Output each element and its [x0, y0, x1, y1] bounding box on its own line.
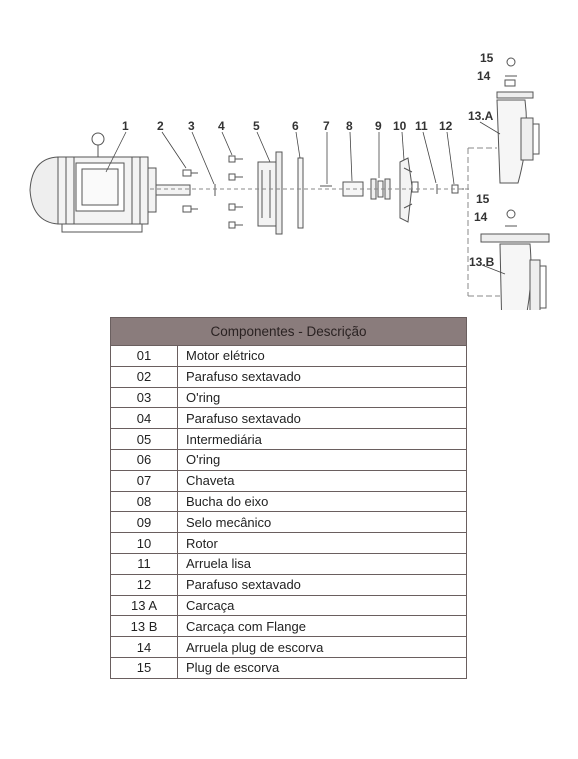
component-code: 07 [110, 469, 178, 492]
table-header-row: Componentes - Descrição [110, 317, 467, 346]
component-code: 13 B [110, 615, 178, 638]
callout-11: 11 [415, 119, 428, 133]
component-code: 04 [110, 407, 178, 430]
component-description: Arruela lisa [177, 552, 467, 575]
component-code: 03 [110, 386, 178, 409]
callout-15-mid: 15 [476, 192, 490, 206]
pump-casing-13b [480, 233, 550, 310]
component-description: Chaveta [177, 469, 467, 492]
component-description: O'ring [177, 448, 467, 471]
component-description: Arruela plug de escorva [177, 636, 467, 658]
callout-15-top: 15 [480, 51, 494, 65]
callout-7: 7 [323, 119, 330, 133]
callout-1: 1 [122, 119, 129, 133]
component-description: Selo mecânico [177, 511, 467, 534]
component-description: Rotor [177, 532, 467, 554]
pump-casing-13a [496, 79, 540, 184]
callout-14-top: 14 [477, 69, 491, 83]
table-header: Componentes - Descrição [110, 317, 467, 346]
component-description: Plug de escorva [177, 656, 467, 679]
callout-4: 4 [218, 119, 225, 133]
component-code: 10 [110, 532, 178, 554]
component-code: 02 [110, 365, 178, 388]
component-description: Parafuso sextavado [177, 573, 467, 596]
callout-13b: 13.B [469, 255, 495, 269]
component-code: 06 [110, 448, 178, 471]
priming-plug-top [505, 57, 517, 77]
callout-9: 9 [375, 119, 382, 133]
component-code: 14 [110, 636, 178, 658]
callout-12: 12 [439, 119, 453, 133]
callout-5: 5 [253, 119, 260, 133]
callout-13a: 13.A [468, 109, 494, 123]
intermediate-bracket [257, 151, 283, 235]
callout-3: 3 [188, 119, 195, 133]
component-code: 05 [110, 428, 178, 450]
priming-plug-mid [505, 209, 517, 227]
component-description: Parafuso sextavado [177, 407, 467, 430]
exploded-pump-diagram: 1 2 3 4 5 6 7 8 9 10 11 12 13.A 13.B 14 … [29, 51, 550, 310]
callout-14-mid: 14 [474, 210, 488, 224]
callout-8: 8 [346, 119, 353, 133]
o-ring-6 [297, 157, 304, 229]
impeller [399, 157, 419, 223]
component-description: Parafuso sextavado [177, 365, 467, 388]
component-code: 13 A [110, 594, 178, 617]
hex-bolts-4 [228, 155, 243, 229]
component-code: 11 [110, 552, 178, 575]
component-code: 09 [110, 511, 178, 534]
component-code: 12 [110, 573, 178, 596]
component-description: Bucha do eixo [177, 490, 467, 513]
component-description: Carcaça [177, 594, 467, 617]
component-description: Intermediária [177, 428, 467, 450]
callout-6: 6 [292, 119, 299, 133]
component-code: 01 [110, 345, 178, 367]
hex-bolts-2 [182, 169, 198, 213]
component-description: O'ring [177, 386, 467, 409]
component-code: 15 [110, 656, 178, 679]
component-description: Carcaça com Flange [177, 615, 467, 638]
component-description: Motor elétrico [177, 345, 467, 367]
electric-motor [29, 132, 191, 233]
component-code: 08 [110, 490, 178, 513]
callout-2: 2 [157, 119, 164, 133]
mechanical-seal [370, 178, 391, 200]
callout-10: 10 [393, 119, 407, 133]
